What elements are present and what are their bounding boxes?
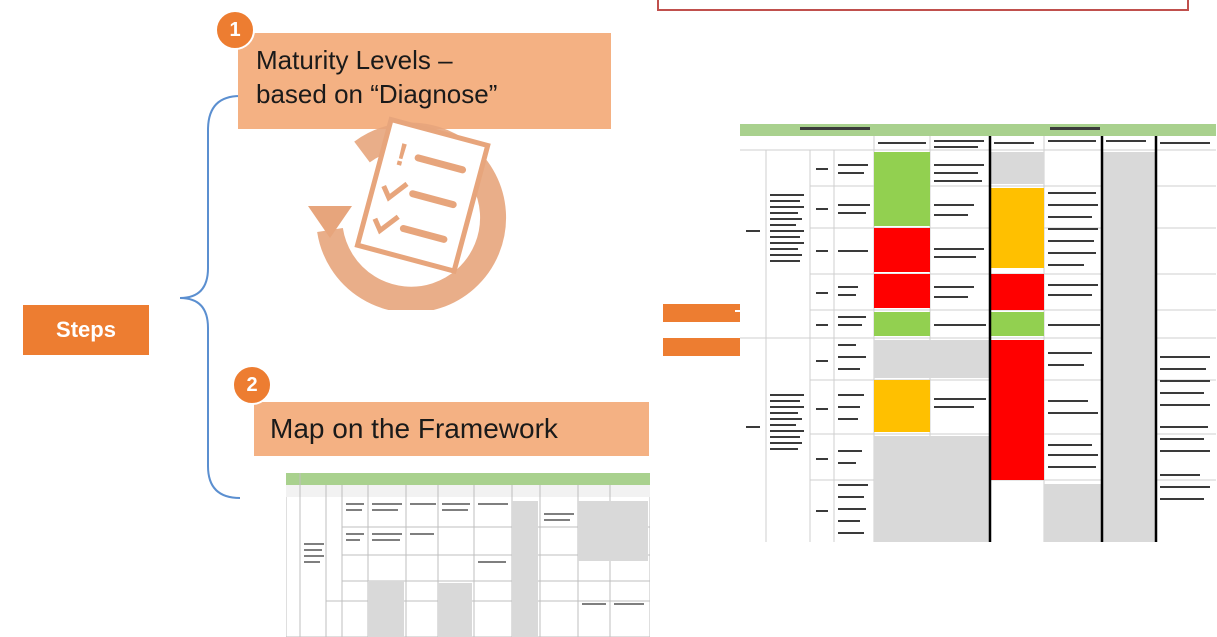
equals-sign-icon — [663, 304, 751, 322]
step2-number-badge: 2 — [232, 365, 272, 405]
step2-label: Map on the Framework — [254, 402, 649, 456]
step1-label-line1: Maturity Levels – — [256, 45, 453, 75]
colored-framework-table-thumbnail — [740, 124, 1216, 542]
step1-number-badge: 1 — [215, 10, 255, 50]
step1-label: Maturity Levels – based on “Diagnose” — [238, 33, 611, 129]
curly-bracket — [179, 95, 241, 499]
steps-label: Steps — [23, 305, 149, 355]
top-callout-box — [657, 0, 1189, 11]
framework-table-thumbnail — [286, 473, 650, 637]
step1-label-line2: based on “Diagnose” — [256, 79, 498, 109]
checklist-cycle-icon: ! — [308, 116, 507, 310]
equals-sign-icon-lower-bar — [663, 338, 751, 356]
